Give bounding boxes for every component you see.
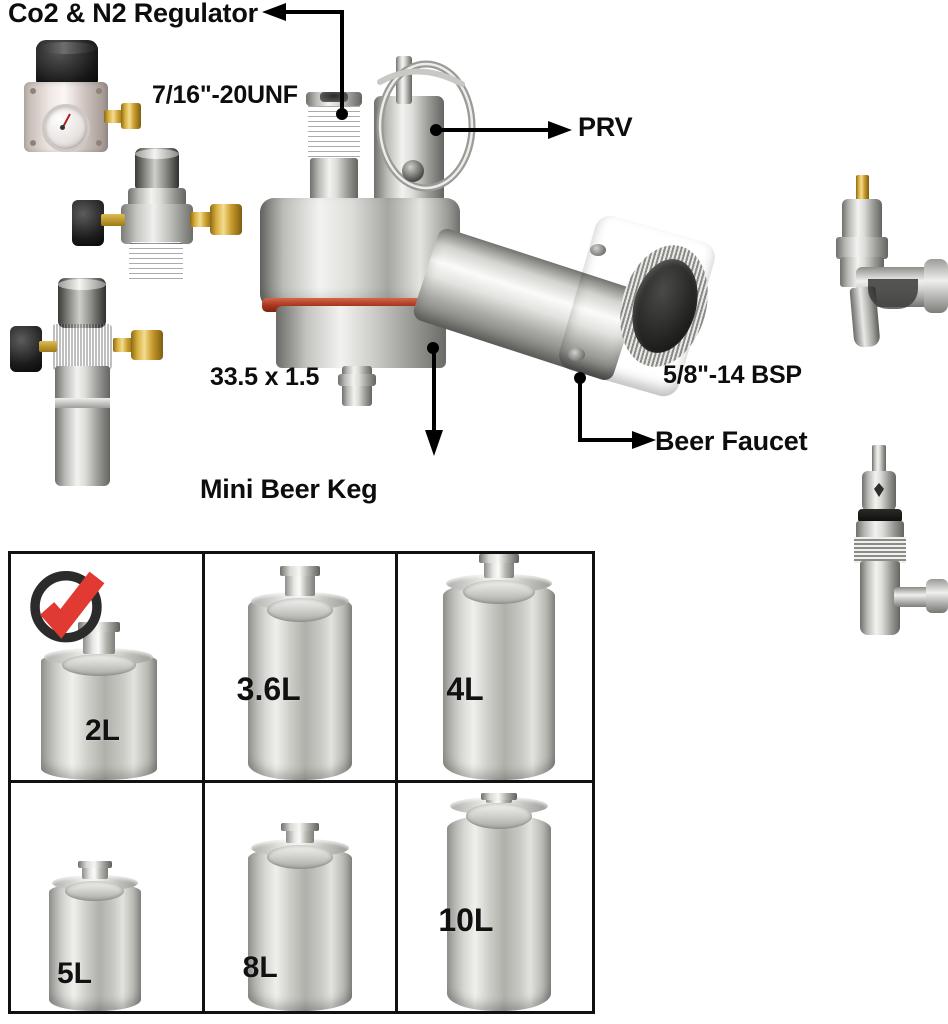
label-unf-thread: 7/16"-20UNF: [152, 81, 298, 109]
keg-size-label: 5L: [57, 957, 93, 990]
label-prv: PRV: [578, 112, 633, 142]
stainless-stout-faucet-shank: [836, 445, 948, 695]
mini-co2-regulator-side-view: [72, 148, 257, 283]
label-co2-n2-regulator: Co2 & N2 Regulator: [8, 0, 258, 28]
leader-arrow-prv: [436, 121, 572, 139]
keg-tap-assembly-body: [250, 48, 722, 448]
gas-post-thread: [308, 100, 360, 162]
keg-illustration: [447, 793, 552, 1011]
keg-illustration: [443, 554, 556, 780]
red-check-icon: [30, 571, 105, 643]
co2-n2-regulator-with-gauge: [8, 40, 141, 170]
leader-arrow-faucet: [578, 378, 656, 449]
keg-size-label: 3.6L: [236, 670, 301, 707]
label-bsp-thread: 5/8"-14 BSP: [663, 361, 802, 389]
keg-size-cell-2l[interactable]: 2L: [11, 554, 205, 783]
keg-size-label: 8L: [242, 951, 278, 984]
label-beer-faucet: Beer Faucet: [655, 426, 808, 456]
label-keg-thread-size: 33.5 x 1.5: [210, 363, 320, 391]
label-mini-beer-keg: Mini Beer Keg: [200, 474, 378, 504]
keg-size-label: 2L: [85, 713, 121, 747]
keg-illustration: [48, 861, 141, 1011]
keg-illustration: [247, 823, 352, 1011]
keg-size-label: 4L: [446, 670, 484, 707]
leader-arrow-regulator: [262, 3, 344, 118]
keg-size-cell-8l[interactable]: 8L: [205, 782, 399, 1011]
chrome-beer-faucet: [812, 175, 948, 350]
keg-illustration: [40, 600, 157, 780]
leader-arrow-keg: [425, 348, 443, 456]
keg-size-cell-3-6l[interactable]: 3.6L: [204, 554, 399, 783]
keg-size-cell-5l[interactable]: 5L: [11, 782, 205, 1011]
keg-size-grid: 2L 3.6L 4L: [8, 551, 595, 1014]
keg-illustration: [247, 562, 352, 780]
keg-size-cell-10l[interactable]: 10L: [398, 783, 592, 1011]
prv-ring-pull-icon: [376, 60, 476, 192]
mini-co2-regulator-upright: [10, 278, 190, 488]
keg-size-label: 10L: [438, 902, 494, 938]
keg-size-cell-4l[interactable]: 4L: [398, 554, 592, 783]
